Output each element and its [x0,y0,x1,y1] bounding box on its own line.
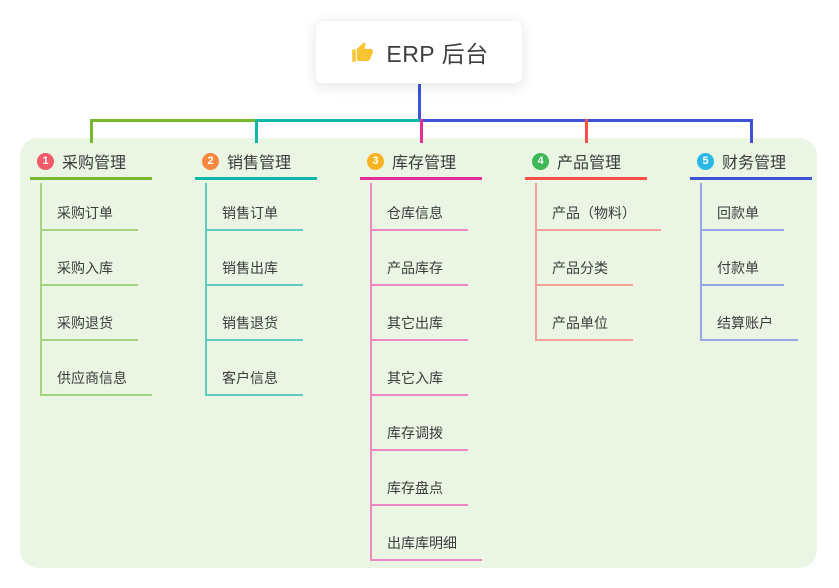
branch-title: 库存管理 [392,155,457,172]
branch-header[interactable]: 5 财务管理 [690,145,812,180]
branch-3: 3 库存管理 仓库信息产品库存其它出库其它入库库存调拨库存盘点出库库明细 [360,145,520,561]
child-node[interactable]: 供应商信息 [40,369,152,396]
child-node[interactable]: 采购订单 [40,204,138,231]
child-node[interactable]: 产品（物料） [535,204,661,231]
mindmap-panel [20,138,817,568]
branch-header[interactable]: 4 产品管理 [525,145,647,180]
branch-spine [535,183,537,341]
child-node[interactable]: 产品单位 [535,314,633,341]
connector-drop-1 [89,119,93,143]
branch-header[interactable]: 3 库存管理 [360,145,482,180]
child-node[interactable]: 出库库明细 [370,534,482,561]
thumbs-up-icon [352,42,374,62]
branch-title: 销售管理 [227,155,292,172]
branch-title: 采购管理 [62,155,127,172]
connector-drop-5 [749,119,753,143]
child-node[interactable]: 销售出库 [205,259,303,286]
connector-horizontal-mid [256,119,421,122]
branch-2: 2 销售管理 销售订单销售出库销售退货客户信息 [195,145,355,396]
child-node[interactable]: 付款单 [700,259,784,286]
root-label: ERP 后台 [386,41,489,67]
branch-number-badge: 2 [202,152,219,170]
child-node[interactable]: 回款单 [700,204,784,231]
branch-4: 4 产品管理 产品（物料） 产品分类产品单位 [525,145,685,341]
branch-spine [205,183,207,396]
branch-number-badge: 3 [367,152,384,170]
branch-spine [370,183,372,561]
connector-drop-3 [419,119,423,143]
child-node[interactable]: 结算账户 [700,314,798,341]
child-node[interactable]: 库存盘点 [370,479,468,506]
child-node[interactable]: 客户信息 [205,369,303,396]
branch-title: 财务管理 [722,155,787,172]
branch-spine [700,183,702,341]
connector-drop-2 [254,119,258,143]
child-node[interactable]: 其它入库 [370,369,468,396]
connector-horizontal-left [89,119,256,122]
child-node[interactable]: 销售订单 [205,204,303,231]
connector-root-line [417,84,421,122]
child-node[interactable]: 库存调拨 [370,424,468,451]
child-node[interactable]: 仓库信息 [370,204,468,231]
branch-header[interactable]: 1 采购管理 [30,145,152,180]
branch-title: 产品管理 [557,155,622,172]
branch-number-badge: 1 [37,152,54,170]
branch-spine [40,183,42,396]
child-node[interactable]: 其它出库 [370,314,468,341]
branch-header[interactable]: 2 销售管理 [195,145,317,180]
branch-5: 5 财务管理 回款单付款单结算账户 [690,145,839,341]
child-node[interactable]: 采购退货 [40,314,138,341]
root-node[interactable]: ERP 后台 [315,20,523,84]
branch-number-badge: 5 [697,152,714,170]
connector-drop-4 [584,119,588,143]
branch-1: 1 采购管理 采购订单采购入库采购退货供应商信息 [30,145,190,396]
child-node[interactable]: 产品分类 [535,259,633,286]
child-node[interactable]: 销售退货 [205,314,303,341]
child-node[interactable]: 采购入库 [40,259,138,286]
child-node[interactable]: 产品库存 [370,259,468,286]
branch-number-badge: 4 [532,152,549,170]
